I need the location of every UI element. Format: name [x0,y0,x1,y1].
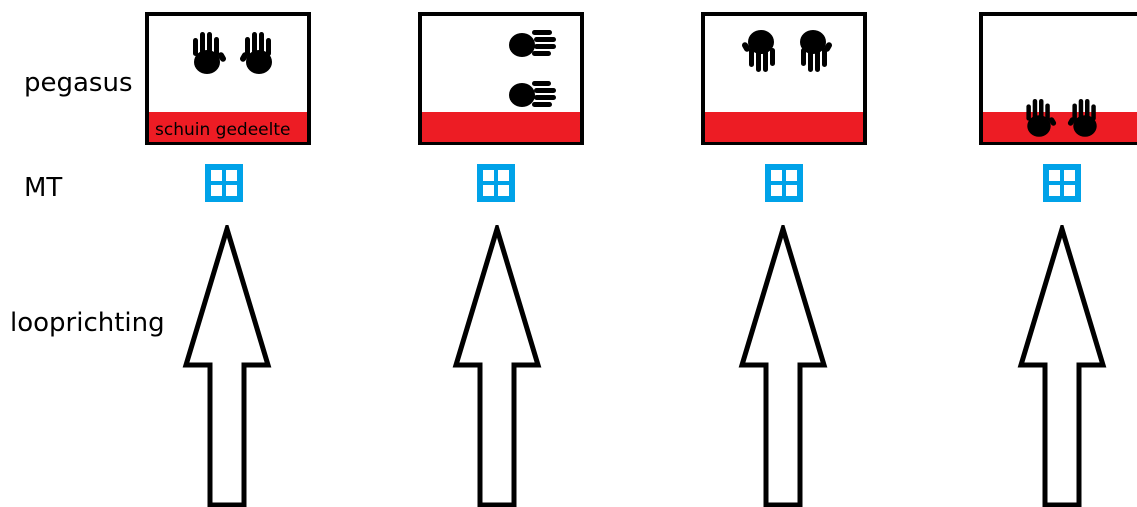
panel-baseline [983,142,1137,145]
handprint-icon [239,28,279,76]
schuin-gedeelte-bar [983,112,1137,145]
up-arrow-icon [182,225,272,507]
handprint-icon [506,26,558,64]
up-arrow-icon [1017,225,1107,507]
handprint-icon [741,28,781,76]
handprint-icon [1067,94,1103,140]
handprint-icon [187,28,227,76]
panel-baseline [705,142,863,145]
row-label-looprichting: looprichting [10,310,165,336]
mt-grid-icon [205,164,243,202]
handprint-icon [793,28,833,76]
row-label-mt: MT [24,175,62,201]
panel-baseline [149,142,307,145]
mt-grid-icon [1043,164,1081,202]
pegasus-panel-2 [418,12,584,145]
handprint-icon [1021,94,1057,140]
handprint-icon [506,76,558,114]
pegasus-panel-1: schuin gedeelte [145,12,311,145]
panel-baseline [422,142,580,145]
pegasus-panel-3 [701,12,867,145]
mt-grid-icon [765,164,803,202]
schuin-gedeelte-bar [705,112,863,145]
bar-label: schuin gedeelte [155,122,290,139]
pegasus-panel-4 [979,12,1137,145]
schuin-gedeelte-bar [422,112,580,145]
mt-grid-icon [477,164,515,202]
up-arrow-icon [452,225,542,507]
up-arrow-icon [738,225,828,507]
row-label-pegasus: pegasus [24,70,133,96]
